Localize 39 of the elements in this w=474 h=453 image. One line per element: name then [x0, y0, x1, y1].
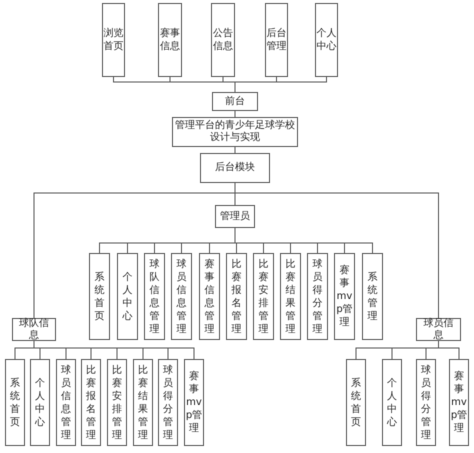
module-box: 个人中心 [315, 3, 338, 77]
module-box: 比赛结果管理 [133, 359, 153, 446]
module-box: 球员信息 [416, 318, 461, 341]
connector-line [234, 110, 236, 118]
module-box: 浏览首页 [102, 3, 125, 77]
connector-line [234, 146, 236, 154]
module-box: 系统首页 [346, 359, 366, 446]
module-box: 球员得分管理 [307, 253, 328, 340]
module-box: 球队信息管理 [144, 253, 165, 340]
module-box: 比赛报名管理 [226, 253, 247, 340]
module-box: 管理员 [215, 205, 255, 228]
connector-line [234, 228, 373, 254]
module-box: 比赛报名管理 [81, 359, 101, 446]
module-box: 球员信息管理 [171, 253, 192, 340]
module-box: 比赛安排管理 [253, 253, 274, 340]
module-box: 比赛安排管理 [107, 359, 127, 446]
connector-line [234, 76, 327, 92]
connector-line [34, 340, 194, 360]
module-box: 赛事信息 [158, 3, 182, 77]
module-box: 球员信息管理 [56, 359, 76, 446]
module-box: 个人中心 [382, 359, 402, 446]
module-box: 系统首页 [89, 253, 110, 340]
module-box: 前台 [212, 92, 258, 111]
module-box: 后台模块 [200, 153, 270, 183]
module-box: 赛事mvp管理 [449, 359, 469, 446]
module-box: 个人中心 [117, 253, 138, 340]
module-box: 后台管理 [265, 3, 288, 77]
module-box: 赛事信息管理 [199, 253, 220, 340]
module-box: 赛事mvp管理 [184, 359, 204, 446]
module-box: 球员得分管理 [416, 359, 436, 446]
module-box: 个人中心 [30, 359, 50, 446]
module-box: 管理平台的青少年足球学校设计与实现 [172, 117, 298, 147]
module-box: 公告信息 [211, 3, 235, 77]
module-box: 系统管理 [362, 253, 383, 340]
module-box: 球员得分管理 [158, 359, 178, 446]
module-box: 赛事mvp管理 [334, 253, 355, 340]
module-box: 球队信息 [12, 318, 56, 341]
module-box: 比赛结果管理 [280, 253, 301, 340]
module-box: 系统首页 [5, 359, 25, 446]
